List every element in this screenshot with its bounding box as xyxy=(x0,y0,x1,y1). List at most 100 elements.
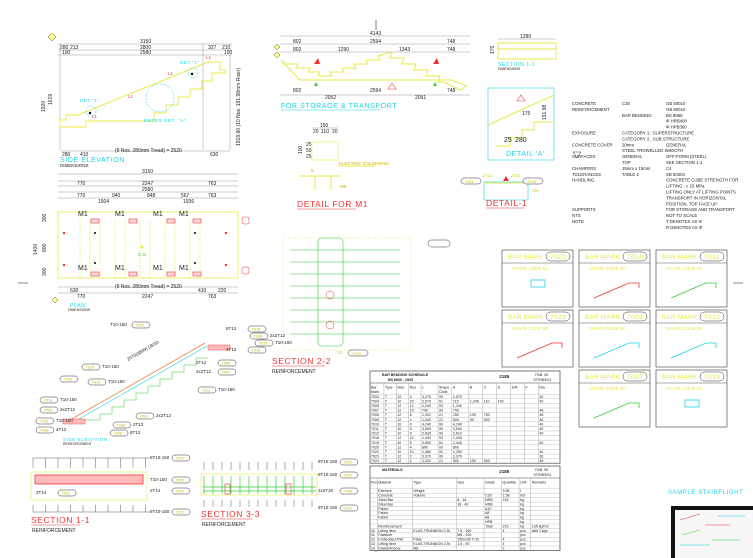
table-cell: 36 xyxy=(539,455,543,459)
card-frame xyxy=(501,249,574,308)
table-cell: 800 xyxy=(422,445,428,449)
table-cell: 8 - 16 xyxy=(457,498,466,502)
bar-callout-label: 9T10-150 xyxy=(318,505,338,510)
table-cell: 3,370 xyxy=(453,455,462,459)
table-cell: 3,590 xyxy=(422,427,431,431)
dim-text: 1290 xyxy=(338,47,349,53)
table-cell: kg xyxy=(520,524,524,528)
table-cell: 12 xyxy=(397,395,401,399)
table-cell: Volume xyxy=(413,494,425,498)
bar-tag-number: 7019 xyxy=(92,380,102,385)
table-cell: 100 xyxy=(498,399,504,403)
table-cell: 7003 xyxy=(371,395,379,399)
m1-marker: M1 xyxy=(179,211,189,218)
bar-callout-label: 2T14 xyxy=(36,490,47,495)
table-cell: 48 xyxy=(539,418,543,422)
shape-code: SHAPE CODE 99 xyxy=(666,326,702,331)
table-cell: 215 xyxy=(503,524,509,528)
dim-text: 763 xyxy=(208,181,217,187)
table-header-word: Shape xyxy=(439,386,450,390)
table-cell: T xyxy=(385,427,388,431)
table-header-word: Quantity xyxy=(503,480,517,484)
table-cell: 12 xyxy=(397,418,401,422)
bar-tag-number: 7003 xyxy=(62,491,72,496)
table-header-cell: A xyxy=(453,386,456,390)
dim-text: 20 xyxy=(313,129,319,135)
table-header-cell: Pos xyxy=(371,480,377,484)
table-cell: 2,630 xyxy=(422,432,431,436)
spec-label: NOTE xyxy=(572,219,584,224)
dim-text: 748 xyxy=(447,39,456,45)
table-cell: kg xyxy=(520,507,524,511)
bar-mark-label: BAR MARK xyxy=(508,315,543,321)
bar-callout-label: T10-150 xyxy=(110,322,127,327)
bar-tag-bubble xyxy=(217,359,237,367)
m1-marker: M1 xyxy=(115,211,125,218)
table-cell: 99 xyxy=(439,427,443,431)
bar-tag-number: 7012 xyxy=(259,341,269,346)
table-cell: 2 xyxy=(410,455,412,459)
dim-text: 210 xyxy=(222,45,231,51)
table-cell: 2,610 xyxy=(453,432,462,436)
table-cell: 100 xyxy=(470,413,476,417)
bar-mark-label: BAR MARK xyxy=(585,255,620,261)
bar-callout-label: 9T10-150 xyxy=(150,455,170,460)
table-header-word: Type xyxy=(385,386,393,390)
shape-code: SHAPE CODE 51 xyxy=(666,386,702,391)
table-cell: Weight xyxy=(413,489,424,493)
table-cell: 10 xyxy=(410,450,414,454)
bar-tag-number: 7022 xyxy=(136,323,146,328)
table-cell: HPB xyxy=(485,520,493,524)
bar-tag-number: 7018 xyxy=(252,348,262,353)
bar-mark-bubble xyxy=(699,251,725,262)
bar-tag-bubble xyxy=(57,489,77,497)
bar-tag-bubble xyxy=(339,471,359,479)
dim-text: 748 xyxy=(447,88,456,94)
bar-tag-number: 7006 xyxy=(117,423,127,428)
table-cell: 51 xyxy=(439,441,443,445)
bar-callout-label: 4T12 xyxy=(56,427,67,432)
plan-subtitle: DIMENSIONS xyxy=(68,308,91,312)
bar-mark-bubble xyxy=(545,251,571,262)
table-cell: 40 xyxy=(539,441,543,445)
dim-text: 25 xyxy=(306,154,312,160)
bar-tag-number: 7005 xyxy=(64,377,74,382)
dim-text: 2594 xyxy=(370,39,381,45)
bar-callout-label: T10-150 xyxy=(150,477,167,482)
table-cell: Fastener xyxy=(378,533,393,537)
table-header-word: Dia xyxy=(539,386,544,390)
section-subtitle: REINFORCEMENT xyxy=(272,369,316,375)
dim-text: 50 xyxy=(306,148,312,154)
spec-reference: GB 50010 xyxy=(666,107,686,112)
table-cell: pcs xyxy=(520,529,526,533)
bar-mark-number: 7003 xyxy=(627,314,643,321)
table-cell: 12 xyxy=(397,404,401,408)
table-cell: 51 xyxy=(439,399,443,403)
bar-tag-bubble xyxy=(254,339,274,347)
table-frame xyxy=(369,465,561,551)
table-cell: T xyxy=(385,441,388,445)
table-cell: 12 xyxy=(397,455,401,459)
table-cell: Dowel/Anchor xyxy=(378,546,401,550)
section-3-3-callouts: 70229T10-15070029T10-15070042x2T1070119T… xyxy=(318,458,359,512)
table-cell: 250 xyxy=(453,413,459,417)
table-cell: Element xyxy=(378,489,391,493)
table-header-cell: Shape Code xyxy=(439,386,450,395)
table-cell: 500 xyxy=(484,459,490,463)
shape-code: SHAPE CODE 99 xyxy=(589,386,625,391)
table-cell: kg xyxy=(520,502,524,506)
table-cell: 12 xyxy=(371,538,375,542)
table-header-word: Remarks xyxy=(532,480,547,484)
bar-tag-bubble xyxy=(339,458,359,466)
bar-callout-label: 8T12 xyxy=(130,430,141,435)
bar-callout-label: 2T12 xyxy=(483,173,493,178)
table-cell: 7.5 - 160 xyxy=(457,529,471,533)
sample-stairflight-title: SAMPLE STAIRFLIGHT xyxy=(668,490,743,496)
table-header-cell: Remarks xyxy=(532,480,547,484)
card-frame xyxy=(578,249,651,308)
table-cell: 10 xyxy=(397,432,401,436)
sample-stairflight-thumbnail[interactable] xyxy=(671,506,753,558)
table-cell: 4 xyxy=(410,445,412,449)
detail-m1-title: DETAIL FOR M1 xyxy=(297,199,368,209)
